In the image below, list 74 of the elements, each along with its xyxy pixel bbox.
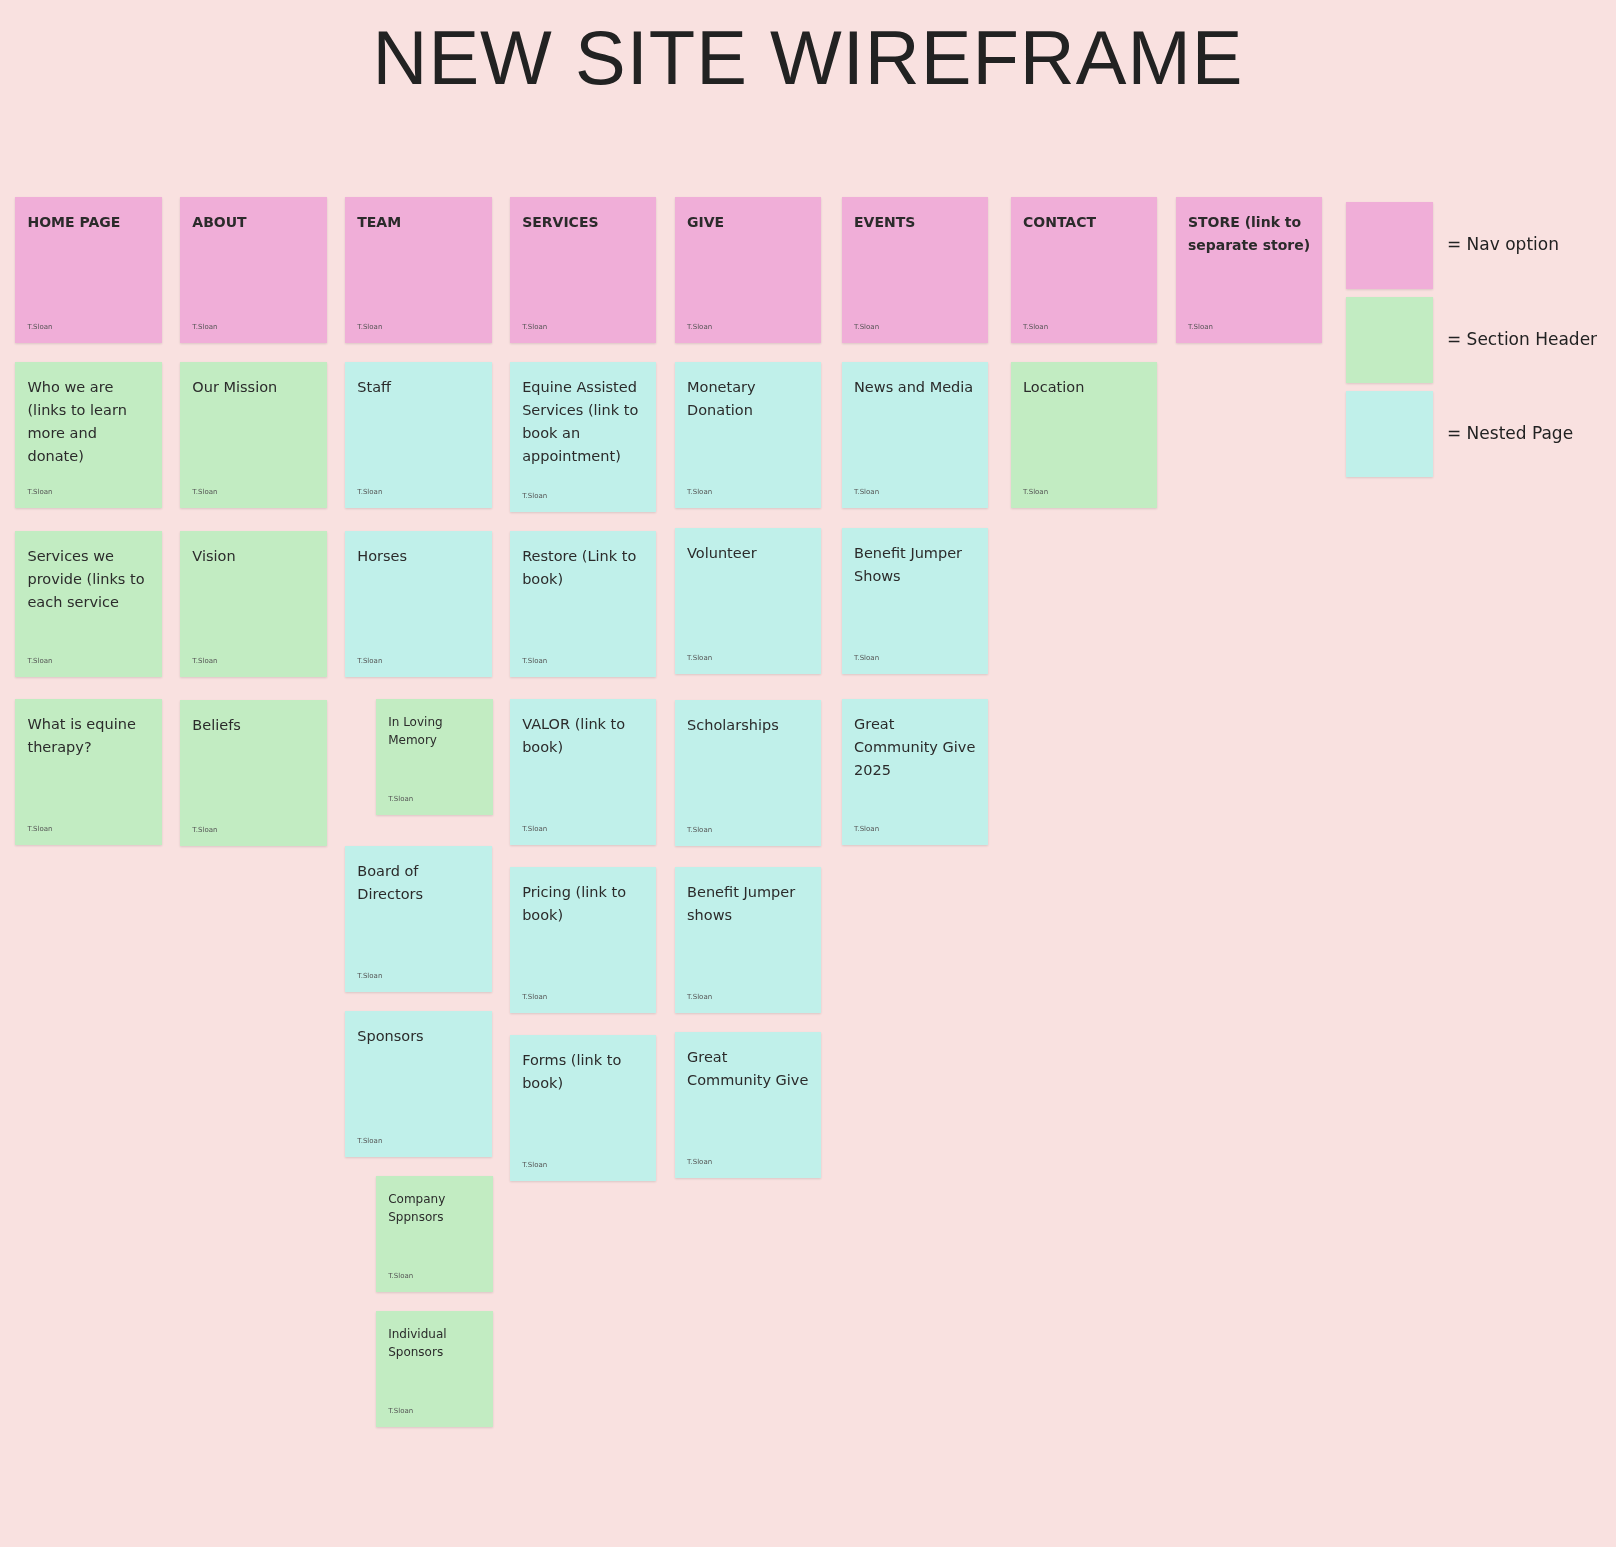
note-text: Our Mission (192, 377, 279, 397)
note-text: News and Media (854, 377, 975, 397)
nav-note (675, 196, 822, 344)
section-note (1011, 361, 1158, 509)
note-text: Restore (Link to book) (522, 546, 638, 589)
nav-note (510, 196, 657, 344)
note-text: Volunteer (687, 543, 758, 563)
legend-label: = Nav option (1446, 233, 1559, 254)
page-note (345, 1011, 492, 1158)
section-note (15, 530, 162, 678)
note-text: Scholarships (687, 715, 780, 735)
note-text: ABOUT (192, 212, 248, 232)
note-text: Great Community Give 2025 (854, 714, 977, 780)
page-note (510, 361, 657, 513)
note-text: Location (1023, 377, 1086, 397)
page-note (675, 699, 822, 847)
note-text: Horses (357, 546, 409, 566)
section-note (15, 698, 162, 846)
note-text: Services we provide (links to each service (27, 546, 146, 612)
page-note (675, 527, 822, 674)
page-note (510, 698, 657, 846)
page-note (675, 1031, 822, 1178)
note-text: Sponsors (357, 1027, 425, 1046)
note-text: STORE (link to separate store) (1187, 212, 1311, 255)
note-text: Beliefs (192, 715, 242, 735)
nav-note (180, 196, 327, 344)
note-text: Board of Directors (357, 862, 425, 905)
note-text: Company Sppnsors (388, 1190, 447, 1226)
page-note (842, 527, 989, 674)
note-text: GIVE (687, 212, 726, 232)
nav-note (15, 196, 162, 344)
note-text: Benefit Jumper shows (687, 882, 797, 925)
nav-note (1175, 196, 1323, 344)
page-note (510, 1034, 657, 1182)
note-text: Pricing (link to book) (522, 882, 628, 925)
page-note (510, 866, 657, 1014)
note-text: What is equine therapy? (27, 714, 137, 757)
note-text: Benefit Jumper Shows (854, 543, 964, 586)
section-note (180, 699, 327, 847)
page-note (675, 361, 822, 509)
page-note (510, 530, 657, 678)
note-text: SERVICES (522, 212, 600, 232)
page-note (345, 530, 492, 678)
note-text: Forms (link to book) (522, 1050, 623, 1093)
section-note (376, 1175, 493, 1293)
note-text: Individual Sponsors (388, 1325, 448, 1361)
section-note (376, 1310, 493, 1428)
note-text: HOME PAGE (27, 212, 122, 232)
note-text: Who we are (links to learn more and donate) (27, 377, 128, 466)
section-note (376, 698, 493, 816)
page-note (842, 698, 989, 846)
page-note (345, 361, 492, 509)
note-text: EVENTS (854, 212, 917, 232)
nav-note (345, 196, 492, 344)
note-text: Vision (192, 546, 237, 566)
note-text: Great Community Give (687, 1047, 810, 1090)
note-text: Monetary Donation (687, 377, 757, 420)
section-note (180, 530, 327, 678)
note-text: Equine Assisted Services (link to book an appointment) (522, 377, 640, 466)
note-text: In Loving Memory (388, 713, 444, 749)
nav-note (1011, 196, 1158, 344)
note-text: CONTACT (1023, 212, 1098, 232)
note-text: Staff (357, 377, 393, 397)
section-note (180, 361, 327, 509)
note-text: TEAM (357, 212, 403, 232)
page-title: NEW SITE WIREFRAME (371, 14, 1245, 101)
nav-note (842, 196, 989, 344)
section-note (15, 361, 162, 509)
legend-label: = Section Header (1446, 328, 1598, 349)
legend-label: = Nested Page (1446, 422, 1574, 443)
note-text: VALOR (link to book) (522, 714, 627, 757)
page-note (345, 846, 492, 993)
page-note (675, 866, 822, 1014)
page-note (842, 361, 989, 509)
